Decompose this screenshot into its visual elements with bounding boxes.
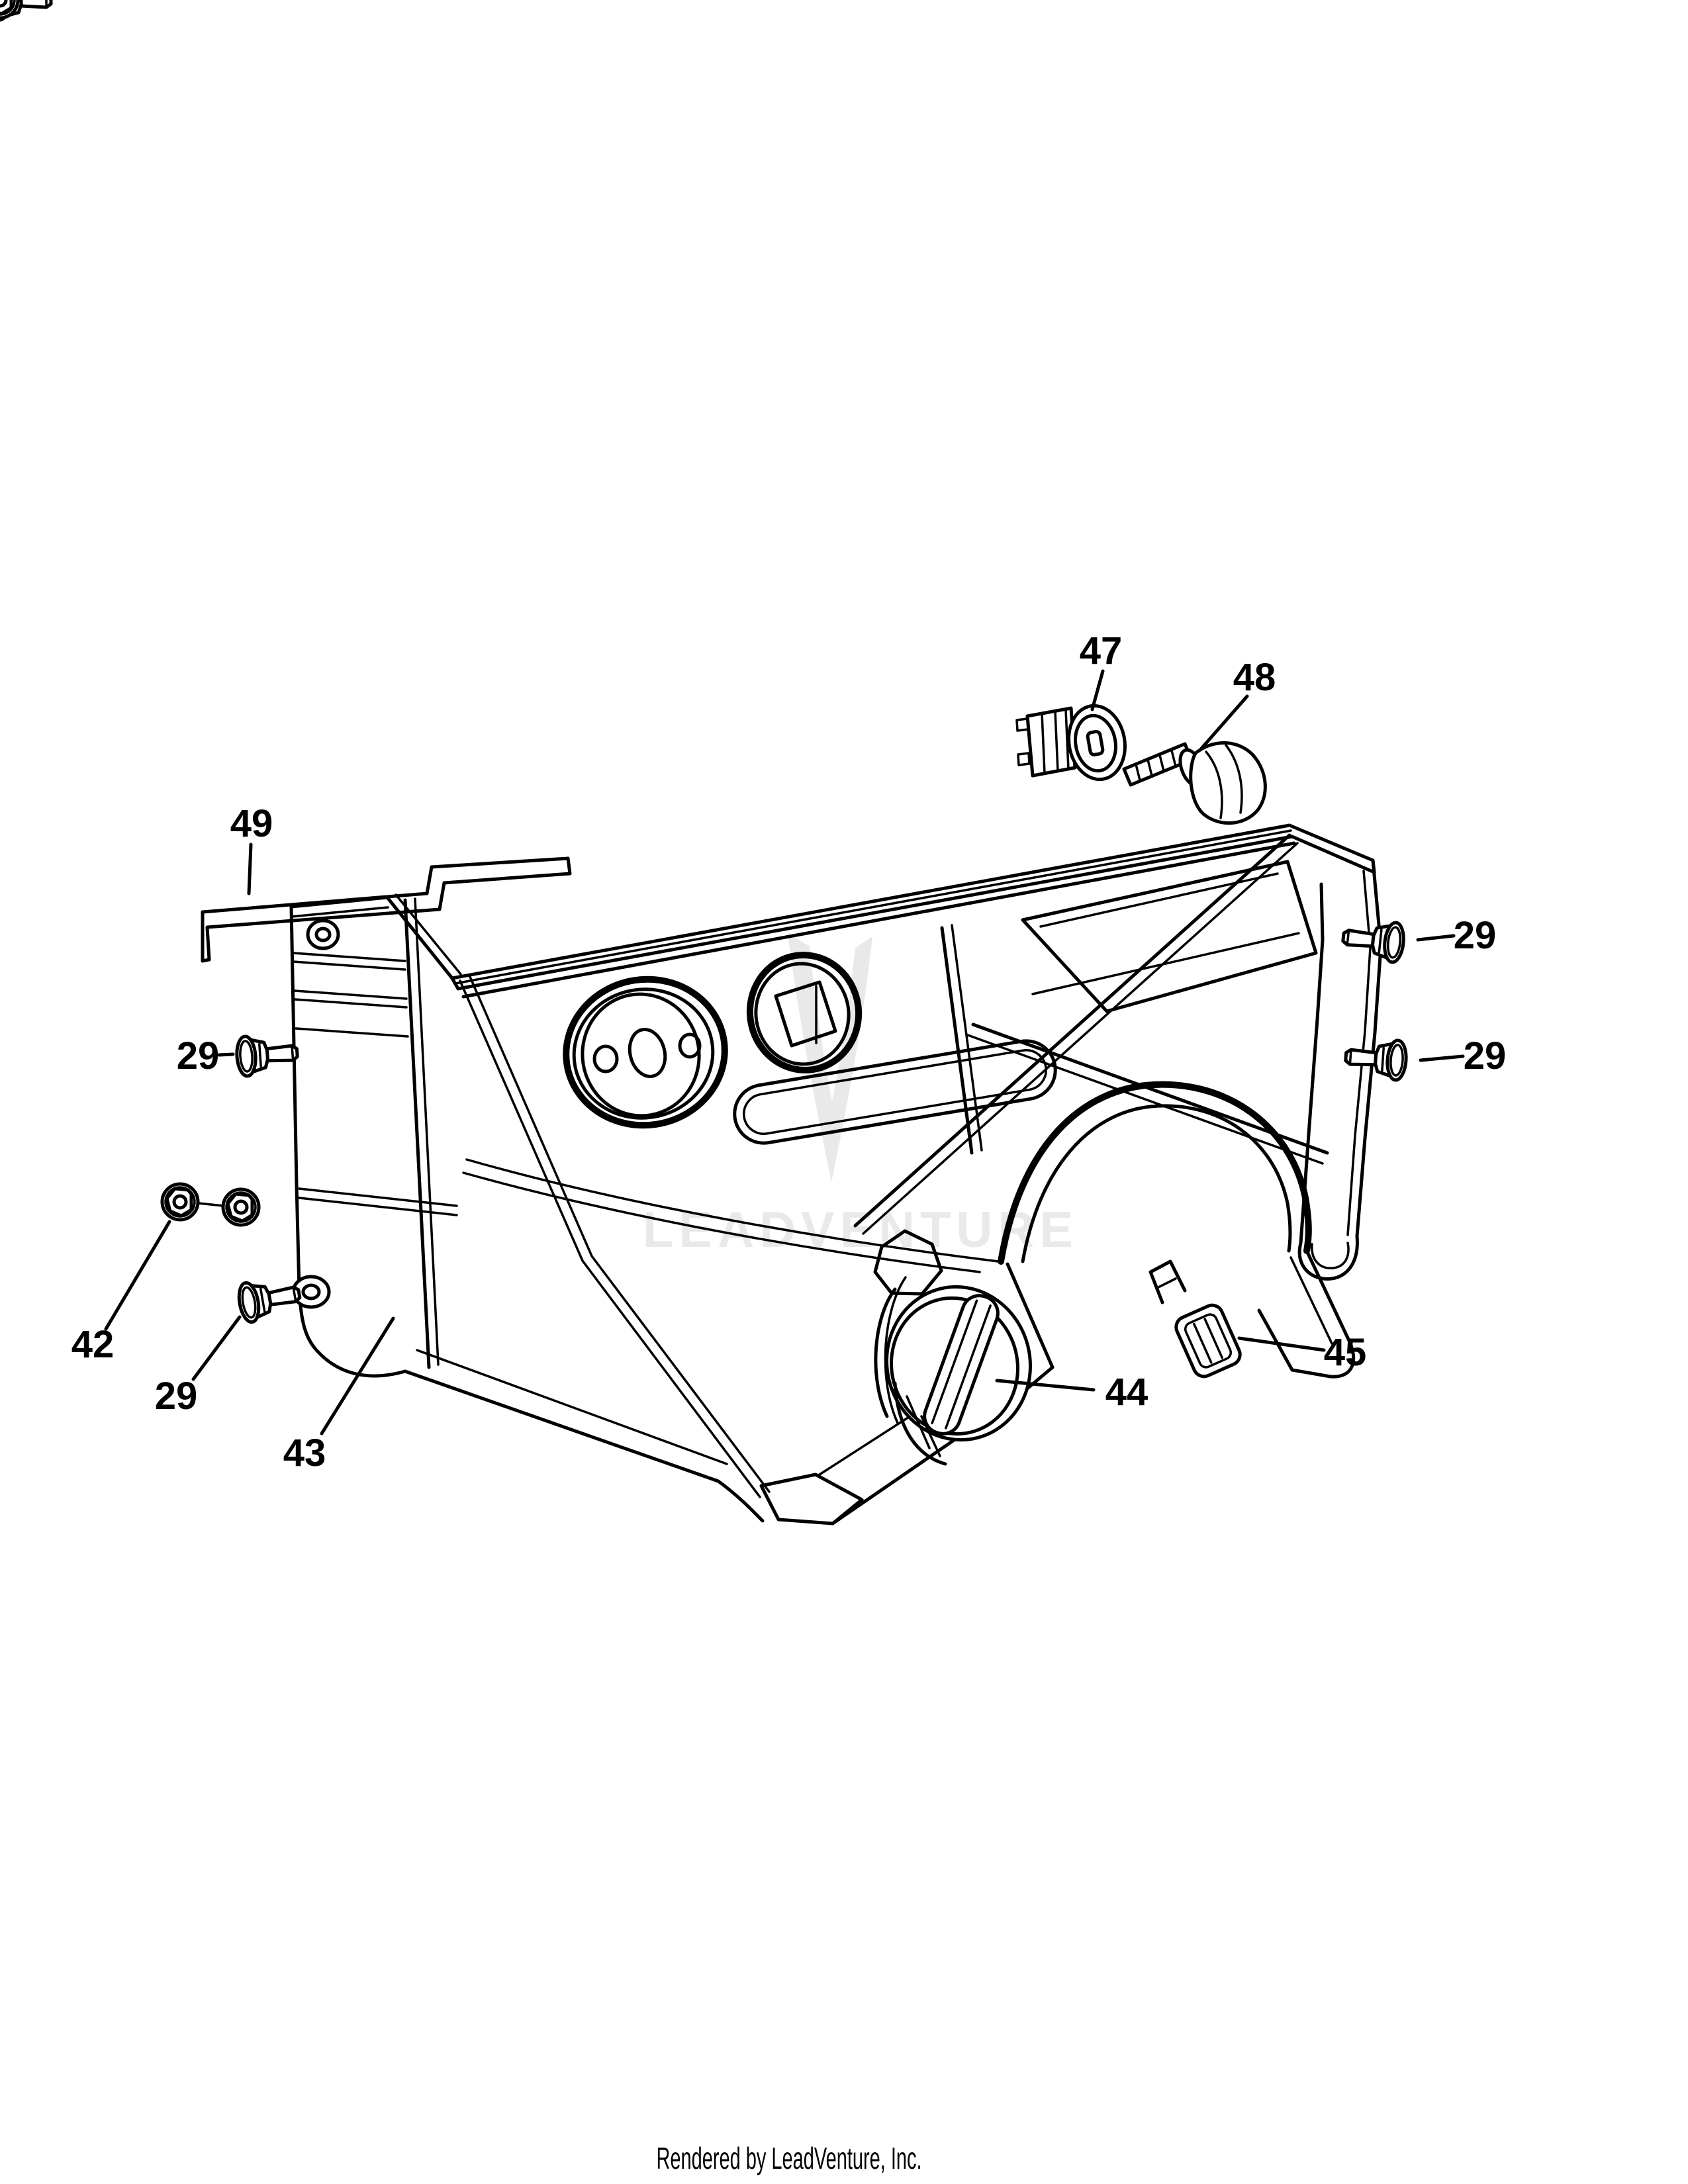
callout-42: 42: [71, 1323, 115, 1366]
part-43-dash-panel-assembly: [289, 823, 1383, 1525]
part-48-choke-knob: [1122, 741, 1267, 825]
part-47-ignition-switch: [1015, 704, 1127, 782]
screw-boss-upper: [306, 919, 340, 950]
gauge-opening: [563, 976, 728, 1129]
bolt-29-right-lower: [1344, 1037, 1407, 1081]
ignition-opening: [746, 952, 863, 1073]
callout-48: 48: [1233, 656, 1276, 699]
bolt-29-left-lower: [236, 1274, 303, 1324]
callout-29-right-lower: 29: [1464, 1034, 1507, 1077]
part-49-trim-strip: [201, 856, 572, 963]
callout-29-left-lower: 29: [155, 1375, 198, 1418]
callout-labels: 47 48 49 29 29 29 29 42 43 44 45: [71, 629, 1507, 1475]
heptagon-hole: [873, 1229, 943, 1296]
callout-44: 44: [1105, 1371, 1149, 1414]
part-44-control-knob: [874, 1276, 1032, 1466]
nut-pair-link-line: [197, 1202, 225, 1207]
nut-42-left: [162, 1184, 198, 1220]
callout-43: 43: [283, 1432, 326, 1475]
flange-nut-icon: [0, 0, 20, 20]
screw-boss-lower: [291, 1275, 331, 1309]
callout-45: 45: [1324, 1331, 1367, 1374]
callout-leader-lines: [104, 669, 1465, 1435]
part-45-connector: [1149, 1259, 1242, 1379]
bolt-29-right-upper: [1341, 917, 1405, 963]
callout-47: 47: [1080, 629, 1123, 672]
leadventure-v-logo-icon: [788, 933, 872, 1182]
callout-29-right-upper: 29: [1454, 914, 1497, 957]
nut-42-right: [223, 1189, 259, 1225]
callout-49: 49: [230, 802, 273, 845]
footer: Rendered by LeadVenture, Inc.: [656, 2142, 921, 2175]
switch-slot-opening: [733, 1039, 1057, 1145]
callout-29-left-upper: 29: [177, 1034, 220, 1077]
footer-text: Rendered by LeadVenture, Inc.: [656, 2142, 921, 2175]
bolt-29-left-upper: [236, 1033, 299, 1077]
